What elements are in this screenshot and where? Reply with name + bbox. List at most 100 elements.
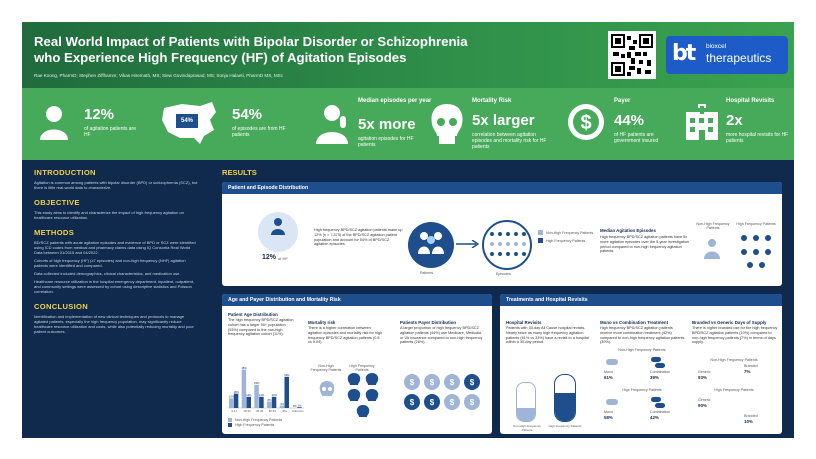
stat-text: of episodes are from HF patients: [232, 126, 286, 138]
key-stats-band: 12% of agitation patients are HF 54% 54%…: [22, 88, 794, 160]
stat-value: 54%: [232, 106, 263, 123]
bar-hf-0: [233, 393, 239, 408]
stat-value: 12%: [84, 106, 115, 123]
branded-label-hf: Branded: [744, 414, 758, 418]
bar-hf-1: [246, 396, 251, 408]
bar-value-label: 1%: [298, 403, 302, 407]
company-logo: bt bioxcel therapeutics: [666, 36, 788, 74]
objective-text: This study aims to identify and characte…: [34, 210, 184, 220]
stat-heading: Hospital Revisits: [726, 98, 775, 104]
legend-swatch-nhf: [538, 230, 543, 235]
median-col-nhf: Non-High Frequency Patients: [696, 222, 730, 230]
methods-text-2: Cohorts of high frequency (HF) (≥7 episo…: [34, 258, 186, 268]
supply-nhf-branded-pct: 7%: [744, 369, 751, 374]
stat-value: 2x: [726, 112, 743, 129]
episodes-figure: [482, 220, 532, 270]
panel-title: Treatments and Hospital Revisits: [500, 294, 782, 306]
patients-figure: [408, 222, 454, 268]
title-line1: Real World Impact of Patients with Bipol…: [34, 34, 468, 49]
svg-text:$: $: [470, 398, 475, 407]
revisits-hf-bar: [554, 374, 576, 422]
poster-title: Real World Impact of Patients with Bipol…: [34, 34, 574, 66]
pills-icon: [651, 357, 665, 368]
revisits-nhf-pct: 33%: [521, 404, 530, 409]
median-title: Median Agitation Episodes: [600, 228, 656, 233]
panel-title: Age and Payer Distribution and Mortality…: [222, 294, 492, 306]
legend-swatch-nhf: [228, 418, 232, 422]
bar-value-label: 14%: [246, 393, 252, 397]
poster: Real World Impact of Patients with Bipol…: [22, 22, 794, 438]
hospital-icon: [682, 102, 722, 142]
mono-nhf-mono-pct: 61%: [604, 375, 613, 380]
logo-small-text: bioxcel: [706, 43, 727, 50]
median-text: High frequency BPD/SCZ agitation patient…: [600, 235, 690, 254]
bar-nhf-4: [279, 405, 285, 408]
bar-value-label: 39%: [284, 373, 290, 377]
bar-value-label: 29%: [254, 381, 260, 385]
person-hand-icon: [310, 102, 354, 146]
mono-label-nhf: Mono: [604, 370, 613, 374]
bar-nhf-2: [254, 384, 259, 408]
person-icon: [271, 218, 285, 235]
legend-hf: High Frequency Patients: [235, 423, 275, 427]
mono-hf-combo-pct: 42%: [650, 415, 659, 420]
mono-title: Mono vs Combination Treatment: [600, 320, 669, 325]
age-distribution-chart: 12%18%0-1748%14%18-3429%14%35-498%14%50-…: [228, 366, 304, 413]
x-tick-label: 35-49: [256, 409, 264, 413]
bar-value-label: 12%: [229, 395, 235, 399]
stat-text: of agitation patients are HF: [84, 126, 136, 138]
svg-text:$: $: [450, 398, 455, 407]
bar-value-label: 8%: [268, 398, 272, 402]
bar-hf-2: [259, 396, 264, 408]
x-tick-label: 65+: [283, 409, 288, 413]
bar-value-label: 14%: [259, 393, 265, 397]
conclusion-heading: CONCLUSION: [34, 302, 89, 311]
bar-value-label: 3%: [280, 402, 284, 406]
svg-text:$: $: [430, 398, 435, 407]
usa-map-icon: 54%: [160, 96, 220, 150]
x-tick-label: 18-34: [243, 409, 251, 413]
panel-treatments-revisits: Treatments and Hospital Revisits Hospita…: [500, 294, 782, 434]
mortality-col-hf: High Frequency Patients: [349, 364, 375, 372]
mono-label-hf: Mono: [604, 410, 613, 414]
hf-badge-sub: of HF: [278, 256, 288, 261]
panel-age-payer-mortality: Age and Payer Distribution and Mortality…: [222, 294, 492, 434]
stat-value: 5x more: [358, 116, 416, 133]
people-group-icon: [418, 232, 444, 254]
supply-title: Branded vs Generic Days of Supply: [692, 320, 767, 325]
header: Real World Impact of Patients with Bipol…: [22, 22, 794, 88]
patients-label: Patients: [420, 271, 433, 275]
stat-median-episodes: Median episodes per year 5x more agitati…: [306, 88, 436, 160]
stat-value: 44%: [614, 112, 645, 129]
x-tick-label: Unknown: [292, 409, 304, 413]
revisits-nhf-label: Non-High Frequency Patients: [513, 424, 541, 432]
qr-code-icon[interactable]: [608, 31, 656, 79]
logo-big-text: therapeutics: [706, 51, 772, 65]
conclusion-text: Identification and implementation of new…: [34, 314, 194, 334]
svg-text:$: $: [470, 378, 475, 387]
generic-label-nhf: Generic: [698, 370, 711, 374]
people-cluster-icon: [741, 235, 771, 268]
skull-icon: [428, 102, 466, 146]
stat-heading: Mortality Risk: [472, 98, 512, 104]
legend: Non-High Frequency Patients High Frequen…: [538, 230, 598, 243]
stat-text: more hospital revisits for HF patients: [726, 132, 789, 144]
svg-text:$: $: [450, 378, 455, 387]
revisits-nhf-bar: [516, 382, 536, 422]
bar-value-label: 14%: [272, 393, 278, 397]
stat-episodes-share: 54% 54% of episodes are from HF patients: [154, 88, 304, 160]
stat-heading: Payer: [614, 98, 631, 104]
methods-text-4: Healthcare resource utilization in the h…: [34, 279, 195, 294]
panel-title: Patient and Episode Distribution: [222, 182, 782, 194]
pill-icon: [606, 359, 618, 365]
legend-swatch-hf: [228, 423, 232, 427]
bar-hf-5: [297, 407, 302, 408]
methods-text-3: Data collected included demographics, cl…: [34, 271, 181, 276]
combo-label-nhf: Combination: [650, 370, 671, 374]
supply-nhf-label: Non-High Frequency Patients: [710, 358, 758, 362]
person-icon: [704, 239, 720, 259]
results-heading: RESULTS: [222, 168, 257, 177]
person-icon: [34, 102, 74, 142]
age-title: Patient Age Distribution: [228, 312, 278, 317]
arrow-right-icon: [456, 240, 480, 248]
